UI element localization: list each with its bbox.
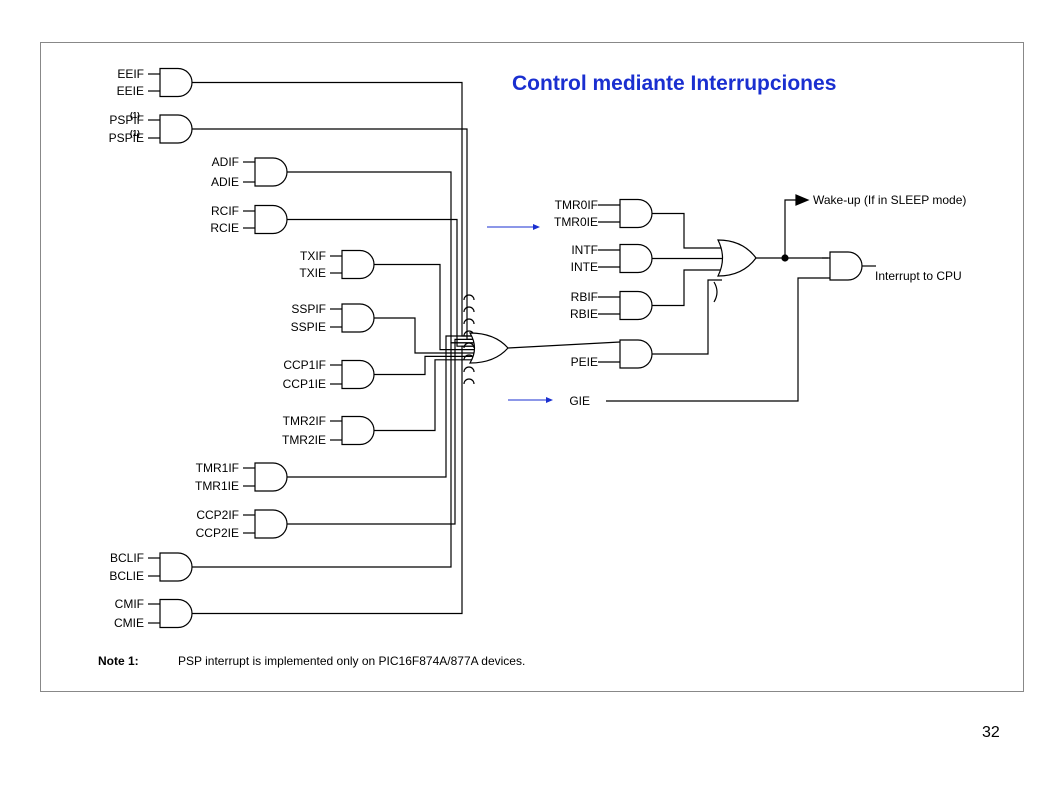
and-gate-tmr0if	[619, 198, 653, 229]
label-ccp2if: CCP2IF	[196, 508, 239, 522]
note-label: Note 1:	[98, 654, 139, 668]
and-gate-ccp2if	[254, 509, 288, 539]
wire-crossing	[713, 281, 718, 303]
wire-crossing	[463, 366, 475, 373]
label-tmr0ie: TMR0IE	[554, 215, 598, 229]
gates	[159, 67, 863, 629]
label-cmif: CMIF	[115, 597, 144, 611]
label-sspie: SSPIE	[291, 320, 326, 334]
and-gate-intf	[619, 243, 653, 274]
bus-wire	[192, 342, 476, 568]
label-gie: GIE	[569, 394, 590, 408]
core-wire	[652, 269, 724, 307]
and-gate-peie	[619, 339, 653, 369]
and-gate-tmr2if	[341, 415, 375, 446]
label-eeif: EEIF	[117, 67, 144, 81]
wires	[148, 73, 876, 624]
and-gate-cmif	[159, 598, 193, 629]
label-tmr1if: TMR1IF	[196, 461, 239, 475]
wire-crossing	[463, 342, 475, 349]
bus-wire	[192, 345, 476, 615]
bus-wire	[287, 335, 476, 478]
wire-crossing	[463, 306, 475, 313]
and-gate-rcif	[254, 204, 288, 235]
slide-title: Control mediante Interrupciones	[512, 72, 837, 95]
label-cmie: CMIE	[114, 616, 144, 630]
label-bclif: BCLIF	[110, 551, 144, 565]
and-gate-ccp1if	[341, 359, 375, 390]
label-sspif: SSPIF	[291, 302, 326, 316]
label-eeie: EEIE	[117, 84, 144, 98]
core-wire	[652, 212, 722, 249]
label-ccp2ie: CCP2IE	[196, 526, 239, 540]
and-gate-eeif	[159, 67, 193, 98]
label-tmr2if: TMR2IF	[283, 414, 326, 428]
arrows	[487, 224, 553, 403]
note-text: PSP interrupt is implemented only on PIC…	[178, 654, 525, 668]
and-gate-tmr1if	[254, 462, 288, 492]
peie-wire	[652, 279, 722, 355]
bus-wire	[287, 338, 476, 525]
label-wakeup: Wake-up (If in SLEEP mode)	[813, 193, 966, 207]
label-inte: INTE	[571, 260, 598, 274]
label-tmr1ie: TMR1IE	[195, 479, 239, 493]
label-ccp1ie: CCP1IE	[283, 377, 326, 391]
wire-crossing	[463, 294, 475, 301]
label-pspie: PSPIE	[109, 131, 144, 145]
label-rbie: RBIE	[570, 307, 598, 321]
wakeup-wire	[784, 199, 800, 258]
label-rcie: RCIE	[210, 221, 239, 235]
label-tmr2ie: TMR2IE	[282, 433, 326, 447]
label-tmr0if: TMR0IF	[555, 198, 598, 212]
and-gate-final	[829, 251, 863, 281]
wire-crossing	[463, 378, 475, 385]
and-gate-adif	[254, 157, 288, 187]
superscript: (1)	[130, 129, 140, 138]
and-gate-bclif	[159, 552, 193, 582]
peripheral-or-output	[507, 341, 621, 349]
label-ccp1if: CCP1IF	[283, 358, 326, 372]
label-intf: INTF	[571, 243, 598, 257]
label-adie: ADIE	[211, 175, 239, 189]
peripheral-or-gate	[468, 332, 509, 364]
and-gate-rbif	[619, 290, 653, 321]
wire-crossing	[463, 318, 475, 325]
label-bclie: BCLIE	[109, 569, 144, 583]
label-rbif: RBIF	[571, 290, 598, 304]
and-gate-sspif	[341, 303, 375, 333]
core-or-gate	[717, 239, 757, 277]
arrow-to-gie-head	[546, 397, 553, 403]
label-pspif: PSPIF	[109, 113, 144, 127]
label-txif: TXIF	[300, 249, 326, 263]
label-rcif: RCIF	[211, 204, 239, 218]
label-txie: TXIE	[299, 266, 326, 280]
diagram-frame	[40, 42, 1024, 692]
labels: EEIFEEIEPSPIFPSPIE(1)(1)ADIFADIERCIFRCIE…	[109, 67, 967, 630]
label-adif: ADIF	[212, 155, 239, 169]
and-gate-pspif	[159, 114, 193, 144]
label-peie: PEIE	[571, 355, 598, 369]
bus-wire	[374, 355, 476, 376]
gie-wire	[606, 277, 830, 402]
label-interrupt-to-cpu: Interrupt to CPU	[875, 269, 962, 283]
bus-wire	[374, 263, 476, 351]
wakeup-arrowhead	[795, 194, 810, 206]
page-number: 32	[982, 724, 1000, 741]
and-gate-txif	[341, 249, 375, 280]
arrow-to-core-flags-head	[533, 224, 540, 230]
superscript: (1)	[130, 111, 140, 120]
